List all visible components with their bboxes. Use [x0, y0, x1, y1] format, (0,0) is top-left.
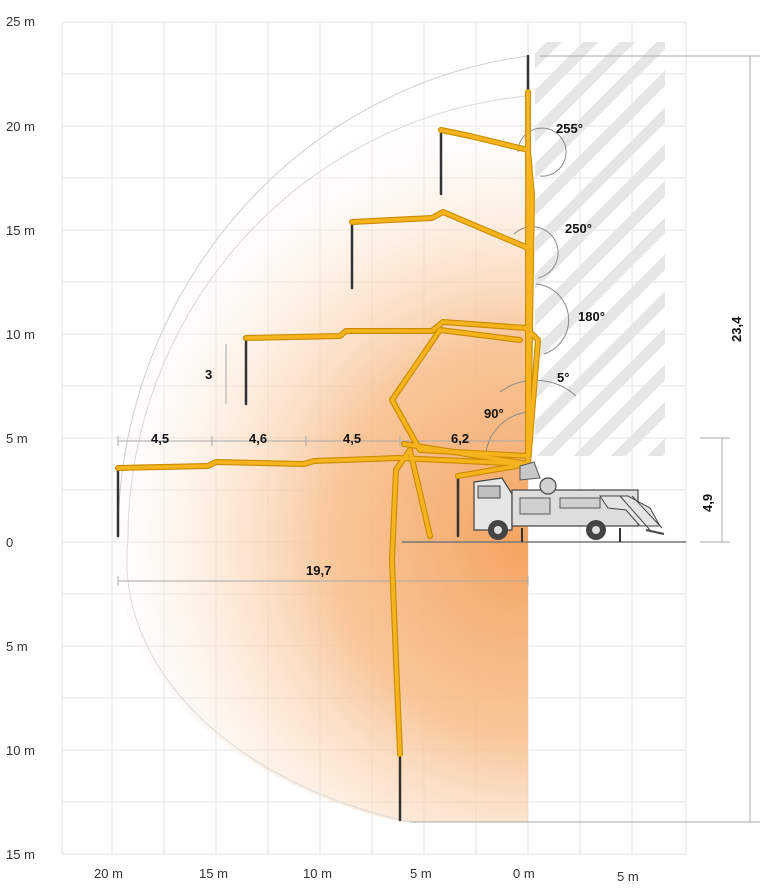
segment-4-length: 6,2 [451, 431, 469, 446]
vertical-reach: 23,4 [729, 316, 744, 342]
segment-1-length: 4,5 [151, 431, 169, 446]
x-tick-label: 10 m [303, 866, 332, 881]
outer-reach-arc [117, 55, 529, 541]
working-zone [117, 56, 528, 822]
y-tick-label: 10 m [6, 743, 35, 758]
y-tick-label: 25 m [6, 14, 35, 29]
y-tick-label: 10 m [6, 327, 35, 342]
x-axis-labels: 20 m 15 m 10 m 5 m 0 m 5 m [94, 866, 639, 884]
dimension-labels: 4,5 4,6 4,5 6,2 19,7 3 23,4 4,9 [151, 316, 744, 578]
angle-label-180: 180° [578, 309, 605, 324]
hose-length: 3 [205, 367, 212, 382]
angle-label-5: 5° [557, 370, 569, 385]
x-tick-label: 5 m [617, 869, 639, 883]
angle-label-90: 90° [484, 406, 504, 421]
segment-2-length: 4,6 [249, 431, 267, 446]
pump-truck [473, 461, 665, 542]
horizontal-reach: 19,7 [306, 563, 331, 578]
segment-3-length: 4,5 [343, 431, 361, 446]
y-tick-label: 20 m [6, 119, 35, 134]
dimension-lines [117, 55, 760, 823]
angle-arcs [485, 127, 577, 453]
y-axis-labels: 25 m 20 m 15 m 10 m 5 m 0 5 m 10 m 15 m [6, 14, 35, 862]
x-tick-label: 15 m [199, 866, 228, 881]
x-tick-label: 5 m [410, 866, 432, 881]
angle-labels: 255° 250° 180° 5° 90° [484, 121, 605, 421]
y-tick-label: 5 m [6, 639, 28, 654]
inner-reach-arc [126, 95, 529, 823]
exclusion-zone [535, 42, 665, 456]
y-tick-label: 5 m [6, 431, 28, 446]
y-tick-label: 15 m [6, 847, 35, 862]
x-tick-label: 0 m [513, 866, 535, 881]
outrigger-height: 4,9 [700, 494, 715, 512]
y-tick-label: 15 m [6, 223, 35, 238]
angle-label-255: 255° [556, 121, 583, 136]
end-hoses [116, 54, 530, 822]
angle-label-250: 250° [565, 221, 592, 236]
y-tick-label: 0 [6, 535, 13, 550]
x-tick-label: 20 m [94, 866, 123, 881]
boom-configurations [115, 89, 541, 757]
